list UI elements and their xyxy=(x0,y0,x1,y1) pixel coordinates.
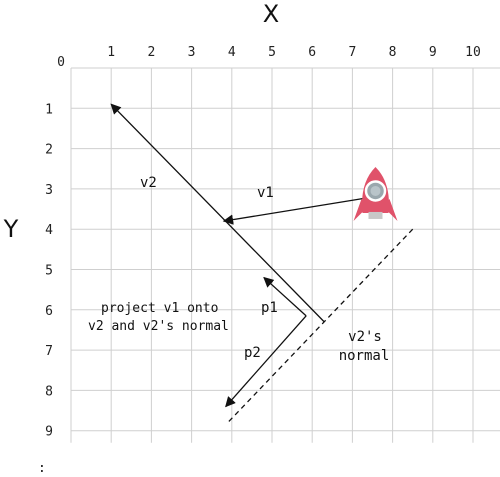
origin-label: 0 xyxy=(57,55,65,70)
project-note-line2: v2 and v2's normal xyxy=(88,319,229,334)
y-tick-label: 3 xyxy=(45,183,53,198)
x-tick-label: 8 xyxy=(389,45,397,60)
y-tick-label: 6 xyxy=(45,304,53,319)
vector-v2 xyxy=(110,103,325,323)
x-tick-label: 10 xyxy=(465,45,481,60)
x-axis-ticks: 1 2 3 4 5 6 7 8 9 10 xyxy=(107,45,481,60)
x-tick-label: 5 xyxy=(268,45,276,60)
vector-p1 xyxy=(263,276,307,317)
grid xyxy=(70,67,500,443)
y-tick-label: 9 xyxy=(45,425,53,440)
x-tick-label: 1 xyxy=(107,45,115,60)
y-tick-label: 1 xyxy=(45,102,53,117)
vector-v1 xyxy=(222,196,373,225)
label-p2: p2 xyxy=(244,345,261,361)
x-tick-label: 6 xyxy=(308,45,316,60)
x-tick-label: 2 xyxy=(147,45,155,60)
project-note-line1: project v1 onto xyxy=(101,301,218,316)
y-axis-title: Y xyxy=(3,215,19,243)
x-tick-label: 3 xyxy=(188,45,196,60)
label-v1: v1 xyxy=(257,185,274,201)
y-axis-ticks: 1 2 3 4 5 6 7 8 9 xyxy=(45,102,53,439)
v2-normal-dashed-line xyxy=(227,228,414,424)
x-axis-title: X xyxy=(263,0,279,28)
normal-note-line1: v2's xyxy=(348,329,382,345)
y-tick-label: 8 xyxy=(45,384,53,399)
y-tick-label: 2 xyxy=(45,143,53,158)
y-tick-label: 7 xyxy=(45,344,53,359)
label-p1: p1 xyxy=(261,300,278,316)
x-tick-label: 9 xyxy=(429,45,437,60)
x-tick-label: 7 xyxy=(348,45,356,60)
rocket-window-glare xyxy=(370,185,381,196)
footnote-mark: : xyxy=(38,461,46,476)
label-v2: v2 xyxy=(140,175,157,191)
x-tick-label: 4 xyxy=(228,45,236,60)
rocket-nozzle xyxy=(368,211,383,219)
y-tick-label: 4 xyxy=(45,223,53,238)
normal-note-line2: normal xyxy=(339,348,390,364)
y-tick-label: 5 xyxy=(45,264,53,279)
vector-p2 xyxy=(225,315,307,408)
rocket-icon xyxy=(353,166,398,221)
